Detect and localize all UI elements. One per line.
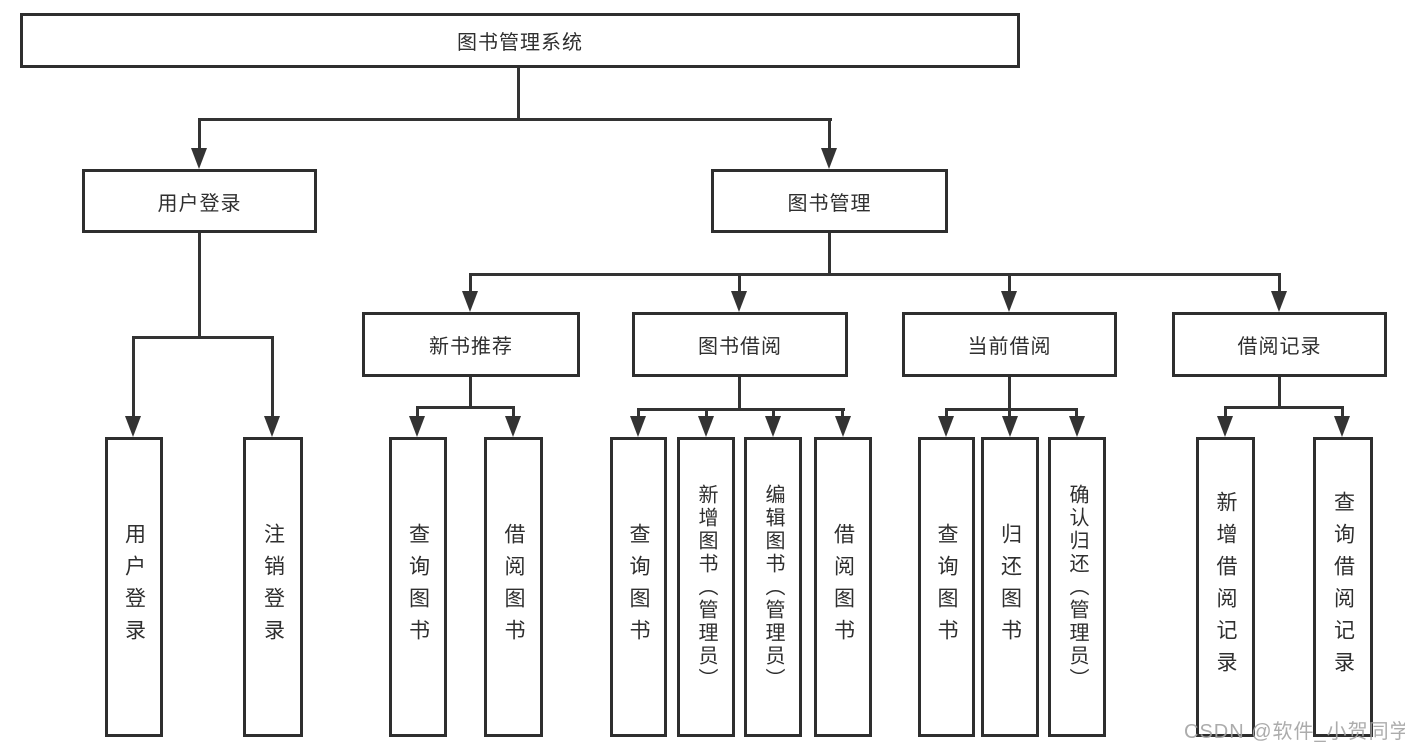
leaf-label: 查询借阅记录 xyxy=(1331,491,1355,683)
leaf-label: 查询图书 xyxy=(406,523,430,651)
connector xyxy=(512,406,515,416)
connector xyxy=(738,273,741,291)
connector xyxy=(469,273,472,291)
arrowhead xyxy=(191,148,207,169)
connector xyxy=(945,408,948,416)
connector xyxy=(637,408,640,416)
leaf-label: 新增图书（管理员） xyxy=(695,483,717,691)
leaf-label: 注销登录 xyxy=(261,523,285,651)
arrowhead xyxy=(125,416,141,437)
arrowhead xyxy=(1271,291,1287,312)
node-borrow-records: 借阅记录 xyxy=(1172,312,1387,377)
leaf-label: 用户登录 xyxy=(122,523,146,651)
leaf-add-borrow-record: 新增借阅记录 xyxy=(1196,437,1255,737)
arrowhead xyxy=(1069,416,1085,437)
connector xyxy=(198,118,832,121)
connector xyxy=(132,336,135,416)
leaf-label: 查询图书 xyxy=(935,523,958,651)
connector xyxy=(271,336,274,416)
connector xyxy=(416,406,419,416)
leaf-query-book: 查询图书 xyxy=(918,437,975,737)
connector xyxy=(198,118,201,148)
connector xyxy=(828,118,831,148)
connector xyxy=(1278,273,1281,291)
arrowhead xyxy=(409,416,425,437)
leaf-logout: 注销登录 xyxy=(243,437,303,737)
leaf-borrow-book: 借阅图书 xyxy=(484,437,543,737)
leaf-return-book: 归还图书 xyxy=(981,437,1039,737)
node-book-mgmt: 图书管理 xyxy=(711,169,948,233)
connector xyxy=(198,233,201,336)
connector xyxy=(1224,406,1227,416)
connector xyxy=(841,408,844,416)
arrowhead xyxy=(835,416,851,437)
connector xyxy=(517,68,520,118)
arrowhead xyxy=(1217,416,1233,437)
leaf-query-book: 查询图书 xyxy=(389,437,447,737)
leaf-label: 编辑图书（管理员） xyxy=(762,483,784,691)
csdn-watermark: CSDN @软件_小贺同学 xyxy=(1184,721,1405,743)
node-current-borrow: 当前借阅 xyxy=(902,312,1117,377)
leaf-query-borrow-record: 查询借阅记录 xyxy=(1313,437,1373,737)
connector xyxy=(469,377,472,406)
arrowhead xyxy=(765,416,781,437)
node-new-books: 新书推荐 xyxy=(362,312,580,377)
leaf-label: 归还图书 xyxy=(998,523,1022,651)
arrowhead xyxy=(630,416,646,437)
arrowhead xyxy=(505,416,521,437)
leaf-confirm-return-admin: 确认归还（管理员） xyxy=(1048,437,1106,737)
connector xyxy=(1341,406,1344,416)
connector xyxy=(1278,377,1281,406)
node-root: 图书管理系统 xyxy=(20,13,1020,68)
connector xyxy=(132,336,274,339)
leaf-label: 借阅图书 xyxy=(502,523,525,651)
connector xyxy=(772,408,775,416)
connector xyxy=(738,377,741,408)
connector xyxy=(828,233,831,273)
connector xyxy=(1075,408,1078,416)
leaf-user-login: 用户登录 xyxy=(105,437,163,737)
leaf-label: 新增借阅记录 xyxy=(1214,491,1237,683)
connector xyxy=(416,406,515,409)
connector xyxy=(1008,408,1011,416)
leaf-label: 查询图书 xyxy=(627,523,650,651)
arrowhead xyxy=(731,291,747,312)
leaf-borrow-book: 借阅图书 xyxy=(814,437,872,737)
arrowhead xyxy=(821,148,837,169)
connector xyxy=(1008,273,1011,291)
connector xyxy=(1008,377,1011,408)
connector xyxy=(945,408,1078,411)
arrowhead xyxy=(698,416,714,437)
node-book-borrow: 图书借阅 xyxy=(632,312,848,377)
connector xyxy=(469,273,1281,276)
connector xyxy=(705,408,708,416)
arrowhead xyxy=(1002,416,1018,437)
connector xyxy=(1224,406,1344,409)
leaf-add-book-admin: 新增图书（管理员） xyxy=(677,437,735,737)
connector xyxy=(637,408,845,411)
arrowhead xyxy=(264,416,280,437)
arrowhead xyxy=(1334,416,1350,437)
leaf-query-book: 查询图书 xyxy=(610,437,667,737)
leaf-label: 确认归还（管理员） xyxy=(1066,483,1088,691)
arrowhead xyxy=(1001,291,1017,312)
leaf-label: 借阅图书 xyxy=(831,523,855,651)
leaf-edit-book-admin: 编辑图书（管理员） xyxy=(744,437,802,737)
node-user-login: 用户登录 xyxy=(82,169,317,233)
arrowhead xyxy=(938,416,954,437)
arrowhead xyxy=(462,291,478,312)
